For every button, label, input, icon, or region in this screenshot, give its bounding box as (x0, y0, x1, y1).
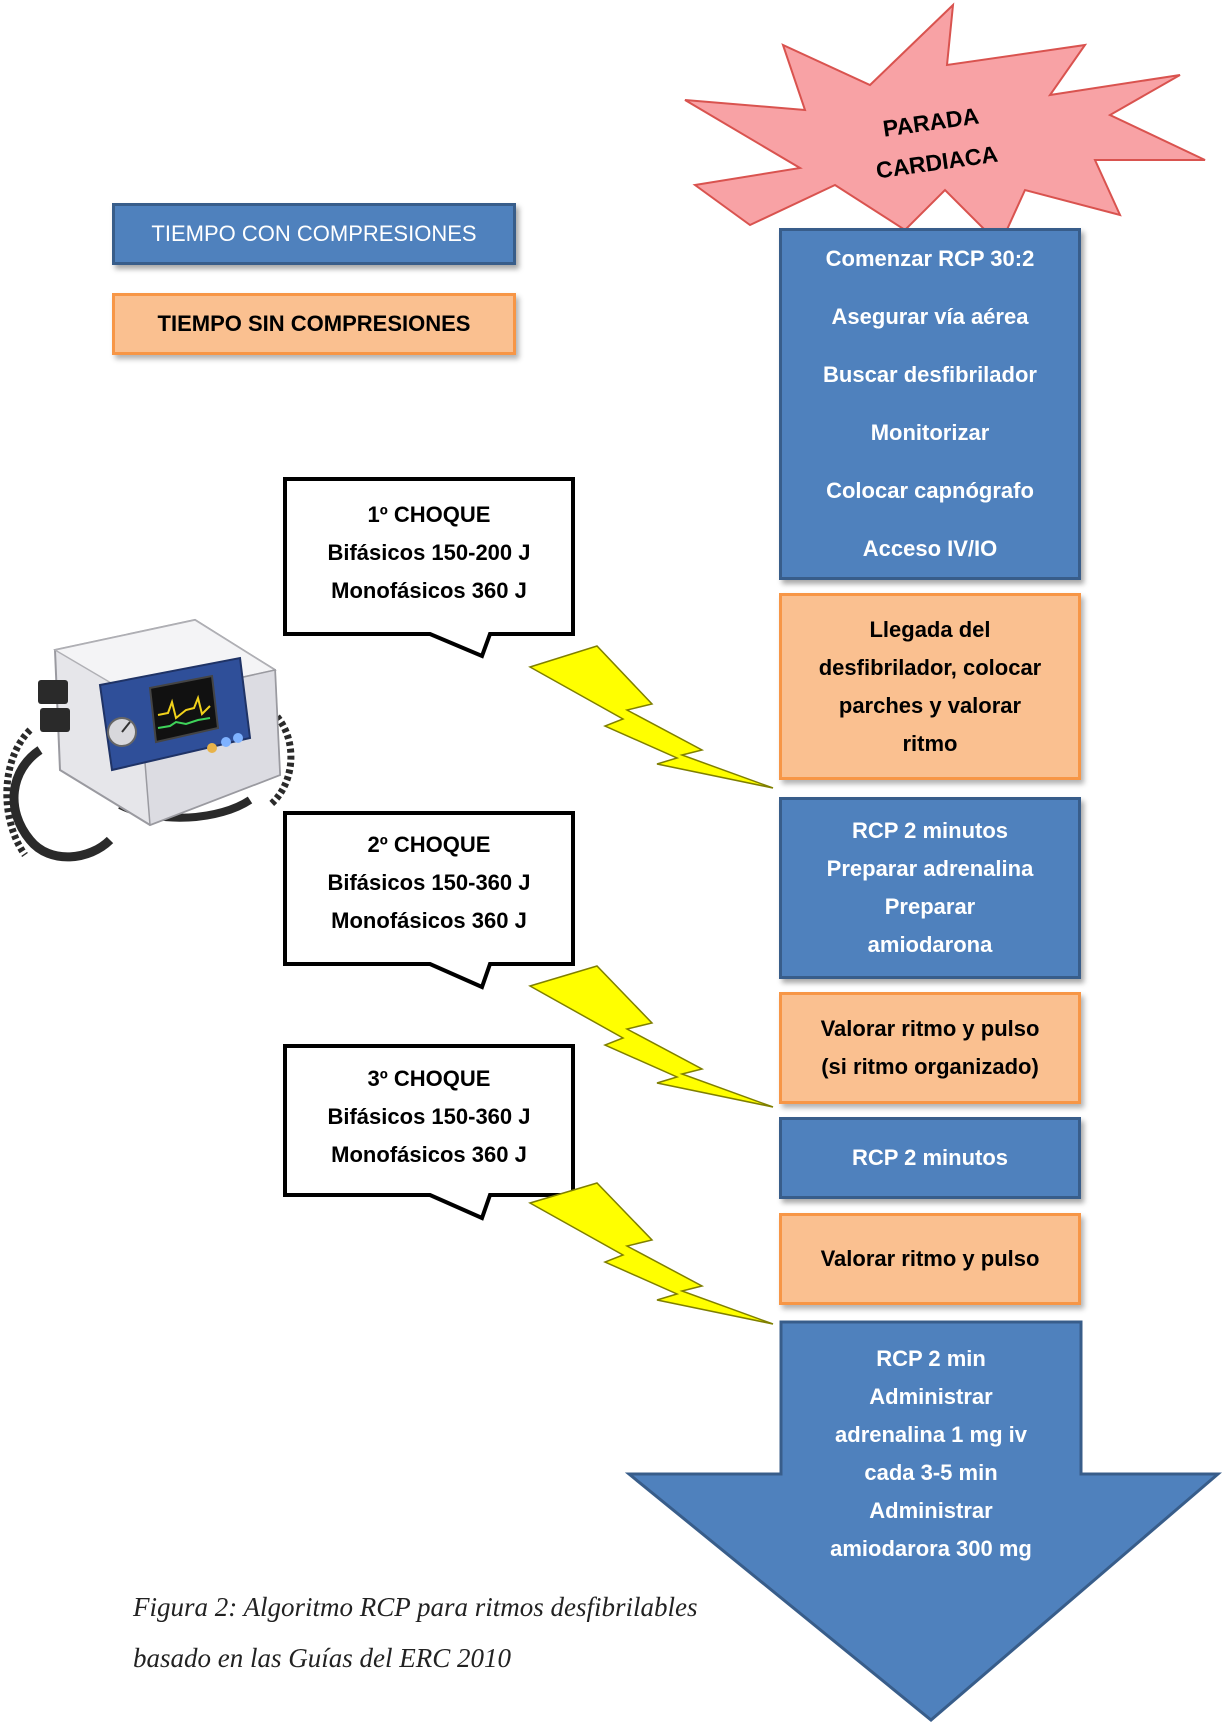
step-final-line: Administrar (869, 1498, 993, 1523)
shock-3-monophasic: Monofásicos 360 J (331, 1142, 527, 1167)
step-rcp-2: RCP 2 minutos (779, 1117, 1081, 1199)
shock-1-text: 1º CHOQUE Bifásicos 150-200 J Monofásico… (285, 496, 573, 610)
step-rcp1-line: Preparar (884, 894, 976, 919)
step-arrival-line: Llegada del (869, 616, 991, 642)
step-start-line: Comenzar RCP 30:2 (825, 246, 1035, 271)
shock-2-biphasic: Bifásicos 150-360 J (327, 870, 531, 895)
step-final-line: RCP 2 min (876, 1346, 986, 1371)
step-start-line: Asegurar vía aérea (831, 304, 1029, 329)
shock-2-title: 2º CHOQUE (367, 832, 491, 857)
lightning-bolt-icon (528, 1182, 774, 1325)
shock-3-text: 3º CHOQUE Bifásicos 150-360 J Monofásico… (285, 1060, 573, 1174)
shock-1-monophasic: Monofásicos 360 J (331, 578, 527, 603)
step-arrival-line: desfibrilador, colocar (818, 654, 1042, 680)
step-final-line: cada 3-5 min (864, 1460, 998, 1485)
cardiac-arrest-starburst: PARADA CARDIACA (684, 2, 1206, 247)
step-rcp1-line: amiodarona (867, 932, 993, 957)
step-final-line: adrenalina 1 mg iv (835, 1422, 1027, 1447)
step-assess-rhythm-pulse-2: Valorar ritmo y pulso (779, 1213, 1081, 1305)
step-assess-rhythm-pulse-1: Valorar ritmo y pulso (si ritmo organiza… (779, 992, 1081, 1104)
step-start-line: Buscar desfibrilador (823, 362, 1037, 387)
shock-callout-2 (283, 811, 575, 990)
step-defibrillator-arrival: Llegada del desfibrilador, colocar parch… (779, 593, 1081, 780)
legend-with-compressions: TIEMPO CON COMPRESIONES (112, 203, 516, 265)
caption-line-1: Figura 2: Algoritmo RCP para ritmos desf… (133, 1592, 698, 1622)
step-start-line: Colocar capnógrafo (826, 478, 1034, 503)
legend-with-compressions-label: TIEMPO CON COMPRESIONES (151, 221, 477, 246)
step-start-cpr: Comenzar RCP 30:2 Asegurar vía aérea Bus… (779, 228, 1081, 580)
shock-2-monophasic: Monofásicos 360 J (331, 908, 527, 933)
figure-caption: Figura 2: Algoritmo RCP para ritmos desf… (133, 1582, 833, 1684)
step-rcp-prepare: RCP 2 minutos Preparar adrenalina Prepar… (779, 797, 1081, 979)
step-assess1-line: (si ritmo organizado) (821, 1054, 1039, 1079)
shock-callout-1 (283, 477, 575, 659)
lightning-bolt-icon (528, 965, 774, 1108)
lightning-bolt-icon (528, 645, 774, 789)
step-start-line: Acceso IV/IO (862, 536, 998, 561)
step-rcp1-line: Preparar adrenalina (826, 856, 1034, 881)
shock-3-biphasic: Bifásicos 150-360 J (327, 1104, 531, 1129)
step-start-line: Monitorizar (870, 420, 990, 445)
final-step-arrow (625, 1320, 1222, 1722)
shock-3-title: 3º CHOQUE (367, 1066, 491, 1091)
shock-callout-3 (283, 1044, 575, 1221)
step-assess1-line: Valorar ritmo y pulso (820, 1016, 1040, 1041)
step-final-text: RCP 2 min Administrar adrenalina 1 mg iv… (781, 1340, 1081, 1568)
step-assess2-line: Valorar ritmo y pulso (820, 1246, 1040, 1271)
caption-line-2: basado en las Guías del ERC 2010 (133, 1643, 511, 1673)
legend-without-compressions: TIEMPO SIN COMPRESIONES (112, 293, 516, 355)
step-arrival-line: ritmo (902, 730, 958, 756)
shock-1-biphasic: Bifásicos 150-200 J (327, 540, 531, 565)
step-final-line: amiodarora 300 mg (830, 1536, 1032, 1561)
step-final-line: Administrar (869, 1384, 993, 1409)
shock-2-text: 2º CHOQUE Bifásicos 150-360 J Monofásico… (285, 826, 573, 940)
step-rcp1-line: RCP 2 minutos (851, 818, 1009, 843)
legend-without-compressions-label: TIEMPO SIN COMPRESIONES (157, 311, 471, 336)
step-rcp2-line: RCP 2 minutos (851, 1145, 1009, 1170)
defibrillator-icon (3, 618, 295, 862)
step-arrival-line: parches y valorar (838, 692, 1022, 718)
shock-1-title: 1º CHOQUE (367, 502, 491, 527)
